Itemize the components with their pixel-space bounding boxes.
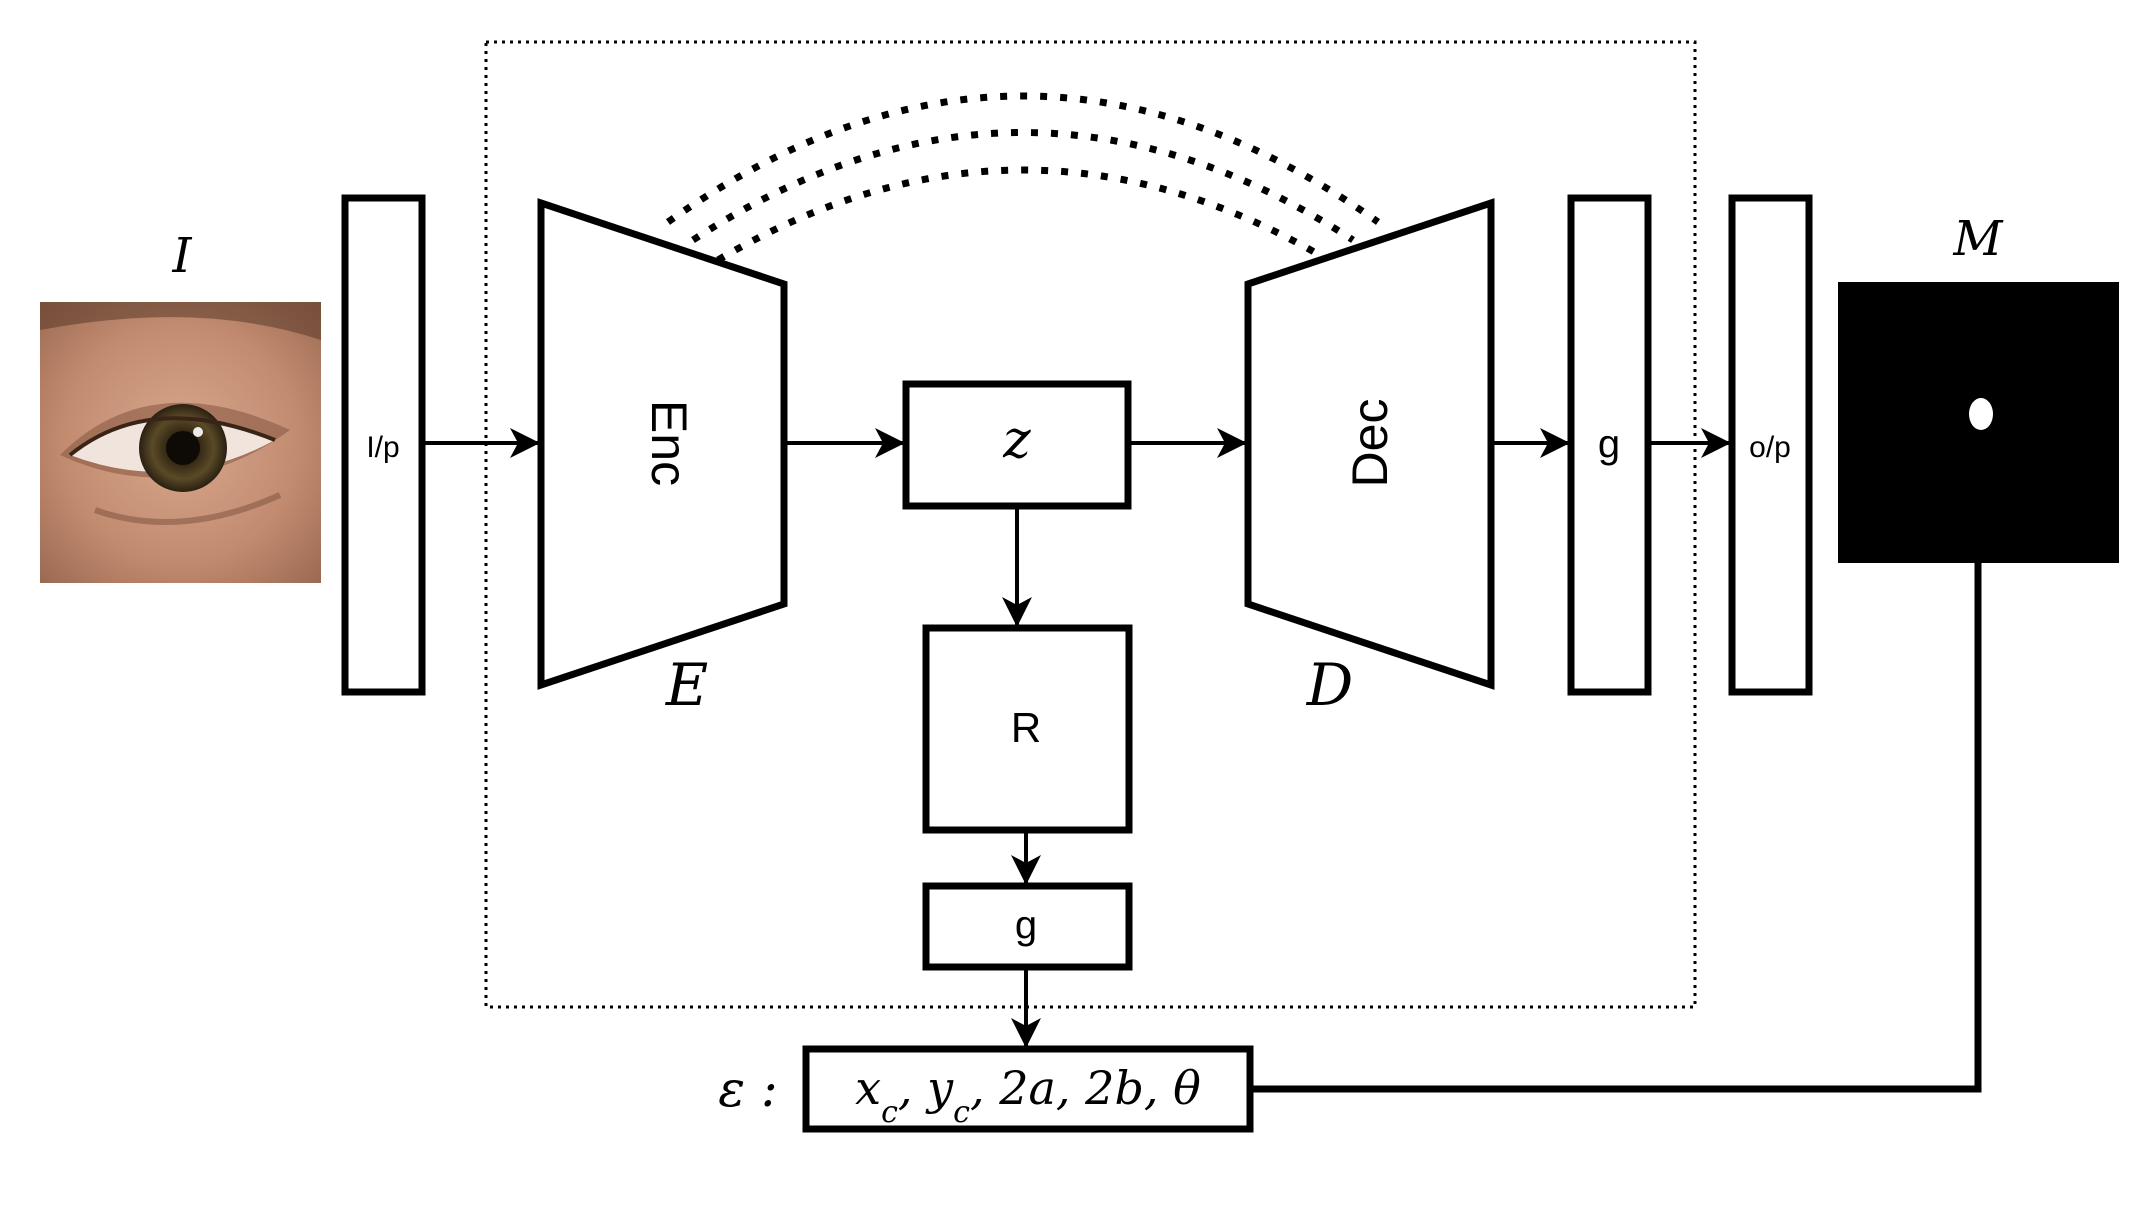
ellipse-symbol: ε : (718, 1060, 778, 1118)
mask-label: M (1952, 211, 2004, 267)
pupil-mask-ellipse (1969, 398, 1993, 430)
ellipse-params-label: xc, yc, 2a, 2b, θ (855, 1061, 1201, 1130)
input-block-label: I/p (366, 431, 399, 464)
skip-connections (665, 92, 1381, 264)
connectors (422, 428, 1982, 1093)
output-block (1728, 194, 1813, 696)
mask-to-params-connector (1250, 563, 1982, 1093)
regressor-label: R (1011, 704, 1041, 751)
decoder-symbol: D (1306, 651, 1354, 719)
model-boundary (484, 40, 1697, 1009)
input-eye-image (40, 302, 321, 583)
decoder-label: Dec (1342, 399, 1398, 488)
latent-label: z (1002, 410, 1031, 470)
regressor-block (922, 624, 1133, 834)
lower-g-block (922, 882, 1133, 971)
input-image-label: I (172, 228, 193, 284)
right-g-block (1567, 194, 1652, 696)
encoder-label: Enc (641, 400, 697, 486)
right-g-label: g (1598, 422, 1620, 466)
encoder-block (537, 198, 788, 690)
output-block-label: o/p (1749, 431, 1791, 464)
decoder-block (1244, 198, 1495, 690)
encoder-symbol: E (665, 651, 708, 719)
lower-g-label: g (1015, 903, 1037, 947)
